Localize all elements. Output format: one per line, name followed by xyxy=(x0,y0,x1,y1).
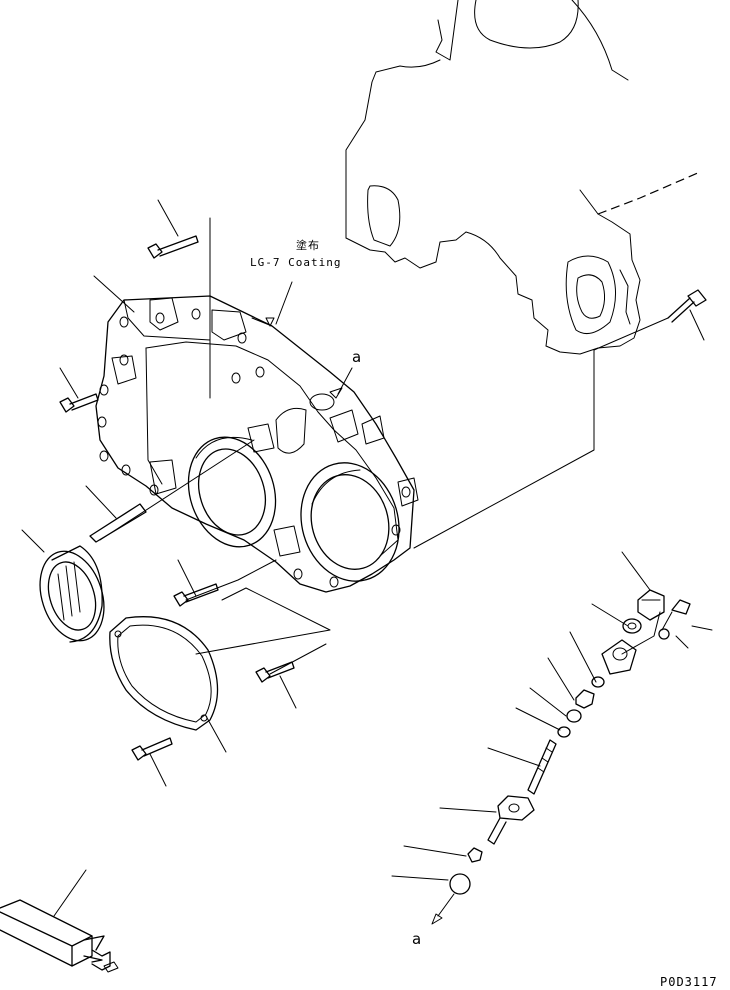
bolt-top xyxy=(147,217,211,399)
coating-label-en: LG-7 Coating xyxy=(250,256,341,269)
shaft-assembly xyxy=(391,551,713,925)
special-tool xyxy=(0,869,119,973)
bolt-right xyxy=(667,289,707,323)
reference-label-a-bottom: a xyxy=(412,930,421,948)
leader-lines xyxy=(21,199,705,787)
bolt-bottom xyxy=(131,737,173,761)
bolt-left xyxy=(59,393,99,413)
reference-arrowhead-top xyxy=(329,387,343,399)
dowel-pin xyxy=(89,503,147,543)
gasket xyxy=(109,616,219,731)
bolt-lower xyxy=(255,661,295,683)
engine-block-outline xyxy=(345,0,701,355)
reference-label-a-top: a xyxy=(352,348,361,366)
front-cover xyxy=(95,295,419,593)
assembly-lines xyxy=(99,317,669,675)
drawing-code: P0D3117 xyxy=(660,975,718,989)
bolt-mid xyxy=(173,583,219,607)
coating-label-jp: 塗布 xyxy=(296,238,320,252)
oil-seal xyxy=(39,545,105,643)
reference-arrow-a-top xyxy=(337,367,353,395)
